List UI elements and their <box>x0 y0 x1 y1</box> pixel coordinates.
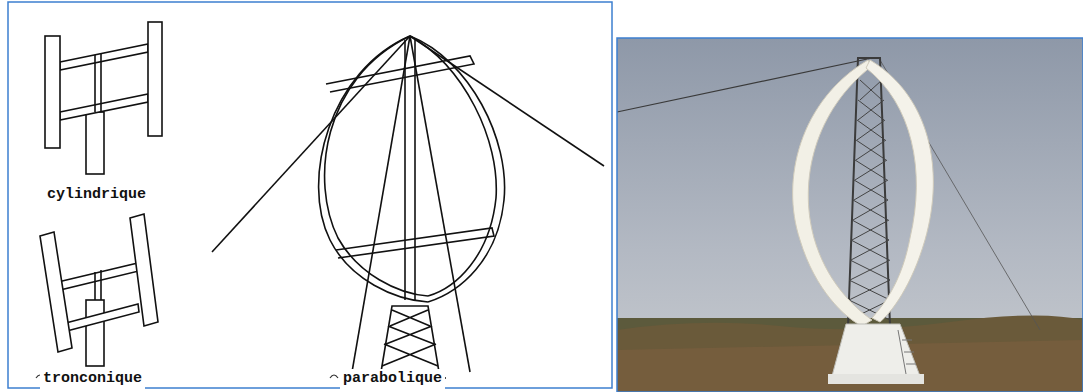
part-label-holder: parabolique <box>340 368 445 389</box>
part-label-holder: cylindrique <box>44 184 149 205</box>
part-label-holder: tronconique <box>40 368 145 389</box>
conical-rotor <box>40 214 158 366</box>
part-label: cylindrique <box>44 185 149 205</box>
turbine-photo <box>617 38 1083 392</box>
parabolic-rotor <box>212 36 604 378</box>
part-label: tronconique <box>40 369 145 389</box>
panel-frame <box>8 2 612 388</box>
part-label: parabolique <box>340 369 445 389</box>
mark-arc <box>330 375 338 378</box>
cylindrical-rotor <box>45 22 162 174</box>
